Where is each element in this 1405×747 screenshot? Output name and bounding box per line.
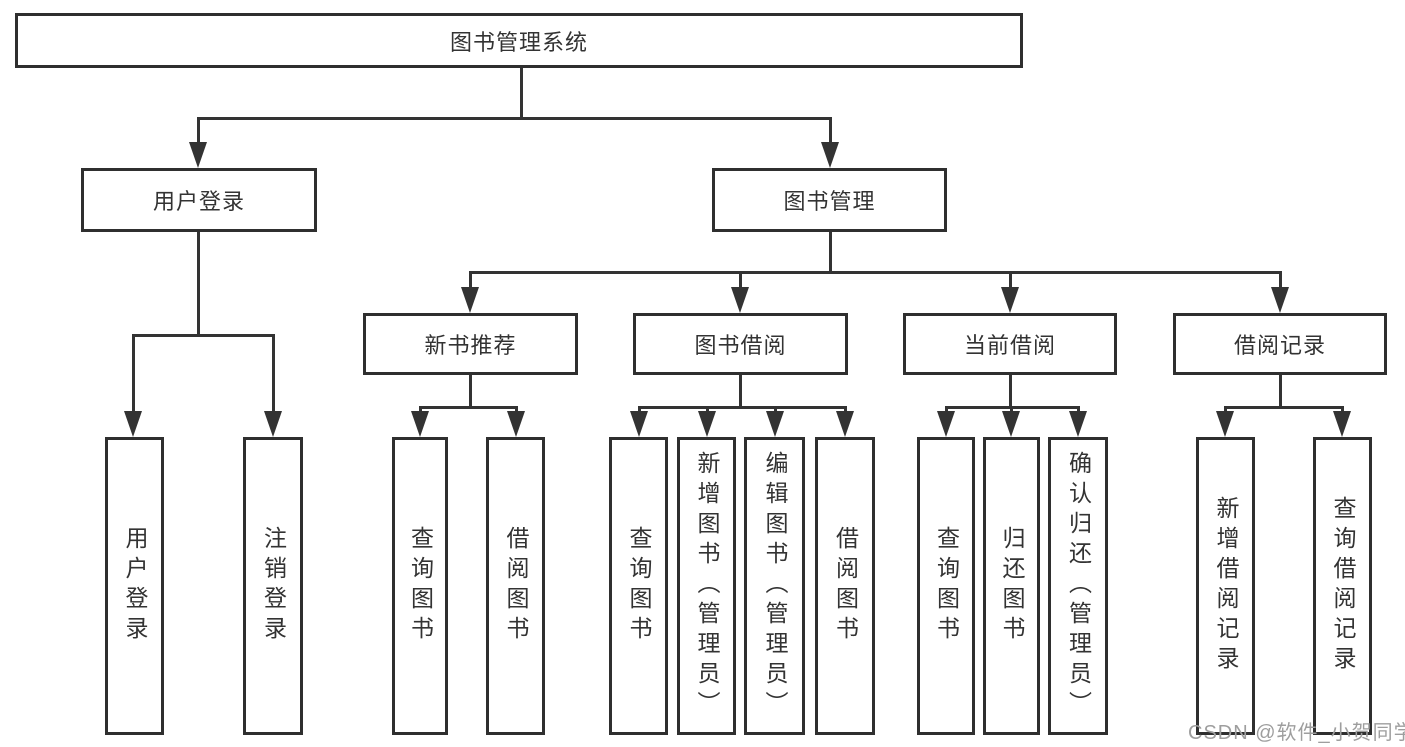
node-label: 新增图书（管理员） xyxy=(694,451,720,721)
node-label: 借阅图书 xyxy=(503,526,529,646)
connector-line xyxy=(944,405,1080,409)
node-leaf-current-confirm-admin: 确认归还（管理员） xyxy=(1048,437,1108,735)
node-label: 图书管理系统 xyxy=(449,29,588,55)
node-leaf-records-query: 查询借阅记录 xyxy=(1313,437,1372,735)
node-book-borrow: 图书借阅 xyxy=(633,313,848,375)
arrowhead-icon xyxy=(507,411,525,437)
node-label: 借阅记录 xyxy=(1233,333,1326,358)
node-leaf-newbooks-query: 查询图书 xyxy=(392,437,448,735)
node-leaf-user-login: 用户登录 xyxy=(105,437,164,735)
node-root: 图书管理系统 xyxy=(15,13,1023,68)
node-leaf-newbooks-borrow: 借阅图书 xyxy=(486,437,545,735)
node-label: 确认归还（管理员） xyxy=(1065,451,1092,721)
node-label: 图书借阅 xyxy=(694,333,787,358)
node-leaf-current-return: 归还图书 xyxy=(983,437,1040,735)
node-label: 注销登录 xyxy=(260,526,287,646)
node-new-book-recommend: 新书推荐 xyxy=(363,313,578,375)
connector-line xyxy=(738,375,742,407)
node-label: 查询图书 xyxy=(626,526,652,646)
node-current-borrow: 当前借阅 xyxy=(903,313,1117,375)
node-label: 新书推荐 xyxy=(424,333,517,358)
node-label: 归还图书 xyxy=(999,526,1025,646)
node-leaf-borrow-query: 查询图书 xyxy=(609,437,668,735)
node-label: 用户登录 xyxy=(122,526,148,646)
connector-line xyxy=(1008,272,1012,292)
node-label: 查询借阅记录 xyxy=(1330,496,1356,676)
node-book-management: 图书管理 xyxy=(712,168,947,232)
connector-line xyxy=(828,232,832,272)
node-leaf-current-query: 查询图书 xyxy=(917,437,975,735)
connector-line xyxy=(738,272,742,292)
node-leaf-borrow-edit-admin: 编辑图书（管理员） xyxy=(744,437,805,735)
connector-line xyxy=(1278,375,1282,407)
node-label: 借阅图书 xyxy=(832,526,859,646)
connector-line xyxy=(519,68,523,118)
connector-line xyxy=(1223,405,1344,409)
connector-line xyxy=(468,272,472,292)
arrowhead-icon xyxy=(1271,287,1289,313)
connector-line xyxy=(468,375,472,407)
connector-line xyxy=(468,270,1282,274)
node-label: 当前借阅 xyxy=(963,333,1056,358)
connector-line xyxy=(637,405,847,409)
connector-line xyxy=(271,335,275,416)
node-label: 编辑图书（管理员） xyxy=(762,451,788,721)
node-label: 查询图书 xyxy=(933,526,960,646)
node-label: 查询图书 xyxy=(407,526,434,646)
arrowhead-icon xyxy=(1333,411,1351,437)
node-label: 新增借阅记录 xyxy=(1213,496,1239,676)
connector-line xyxy=(131,333,275,337)
connector-line xyxy=(1278,272,1282,292)
node-borrow-records: 借阅记录 xyxy=(1173,313,1387,375)
arrowhead-icon xyxy=(630,411,648,437)
connector-line xyxy=(828,118,832,152)
arrowhead-icon xyxy=(411,411,429,437)
node-label: 图书管理 xyxy=(783,189,876,214)
arrowhead-icon xyxy=(1001,287,1019,313)
arrowhead-icon xyxy=(1069,411,1087,437)
arrowhead-icon xyxy=(189,142,207,168)
node-leaf-records-add: 新增借阅记录 xyxy=(1196,437,1255,735)
arrowhead-icon xyxy=(264,411,282,437)
arrowhead-icon xyxy=(1216,411,1234,437)
connector-line xyxy=(196,118,200,152)
arrowhead-icon xyxy=(124,411,142,437)
connector-line xyxy=(1008,375,1012,407)
csdn-watermark: CSDN @软件_小贺同学 xyxy=(1188,722,1405,744)
arrowhead-icon xyxy=(937,411,955,437)
node-leaf-logout: 注销登录 xyxy=(243,437,303,735)
connector-line xyxy=(196,232,200,335)
arrowhead-icon xyxy=(461,287,479,313)
connector-line xyxy=(418,405,518,409)
connector-line xyxy=(196,116,832,120)
node-label: 用户登录 xyxy=(152,189,245,214)
arrowhead-icon xyxy=(836,411,854,437)
arrowhead-icon xyxy=(698,411,716,437)
arrowhead-icon xyxy=(766,411,784,437)
node-user-login: 用户登录 xyxy=(81,168,317,232)
arrowhead-icon xyxy=(821,142,839,168)
node-leaf-borrow-add-admin: 新增图书（管理员） xyxy=(677,437,736,735)
connector-line xyxy=(131,335,135,416)
arrowhead-icon xyxy=(1002,411,1020,437)
node-leaf-borrow-borrow: 借阅图书 xyxy=(815,437,875,735)
arrowhead-icon xyxy=(731,287,749,313)
